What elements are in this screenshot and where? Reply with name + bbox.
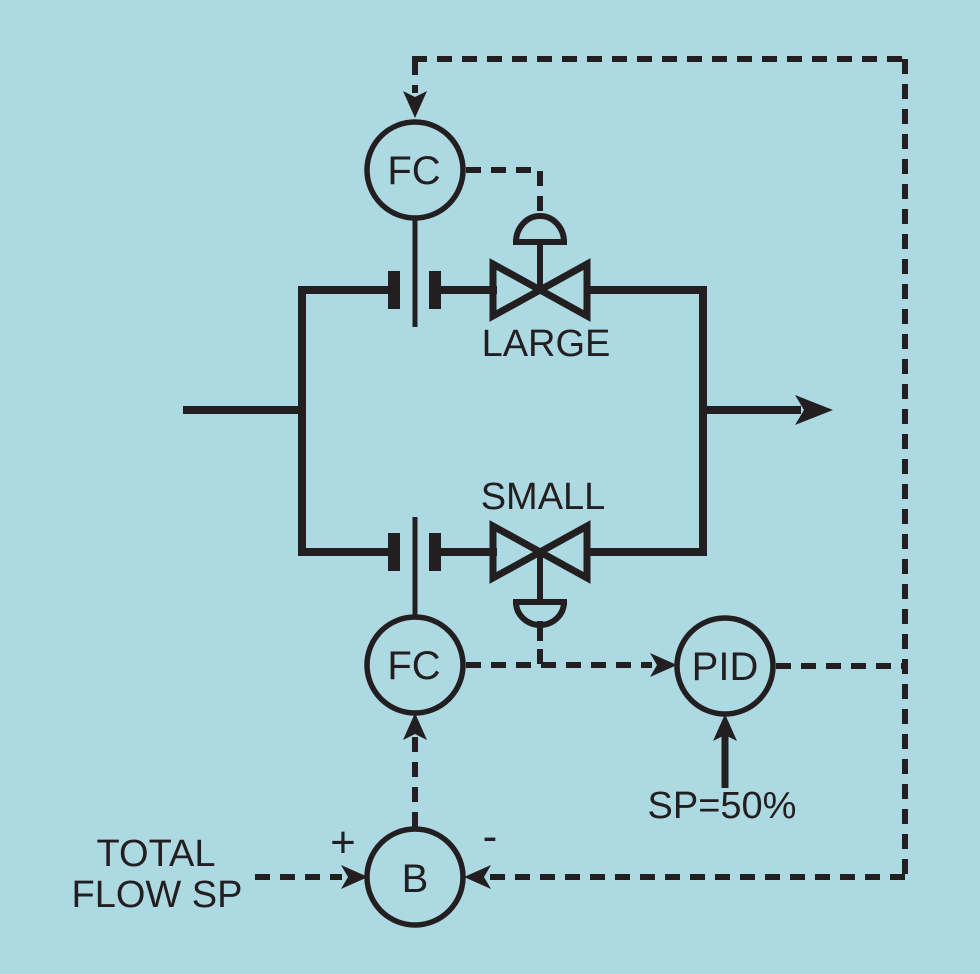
pid-circle	[674, 615, 776, 717]
signal-lines	[255, 56, 908, 889]
bias-minus-input-arrowhead	[464, 865, 491, 889]
pid-setpoint-arrow	[713, 714, 737, 788]
total-flow-sp-label-line2: FLOW SP	[71, 874, 242, 916]
small-valve-body	[489, 520, 591, 584]
outlet-flow-arrowhead	[795, 395, 833, 425]
bias-plus-sign: +	[330, 818, 356, 867]
orifice-plate-small-left	[388, 533, 400, 571]
fc-bottom-setpoint-arrowhead	[403, 713, 427, 740]
bias-plus-input-arrowhead	[341, 865, 368, 889]
small-control-valve	[489, 520, 591, 641]
pid-input-arrowhead	[650, 653, 677, 677]
fc-top-setpoint-arrowhead	[403, 91, 427, 118]
pid-setpoint-label: SP=50%	[648, 785, 797, 827]
bias-label: B	[402, 857, 429, 901]
signal-fc-top-to-large-valve	[466, 167, 543, 213]
valve-large-label: LARGE	[482, 323, 611, 365]
orifice-plate-large-left	[388, 271, 400, 309]
fc-bottom-circle	[364, 614, 466, 716]
large-valve-body	[489, 258, 591, 322]
bias-circle	[364, 826, 466, 928]
text-labels: LARGE SMALL SP=50% TOTAL FLOW SP + -	[71, 323, 796, 916]
orifice-plate-large-right	[429, 271, 441, 309]
instruments: FC FC PID B	[364, 119, 776, 928]
valve-small-label: SMALL	[481, 476, 606, 518]
fc-bottom-label: FC	[387, 644, 440, 688]
pid-setpoint-arrowhead	[713, 714, 737, 741]
fc-top-label: FC	[387, 149, 440, 193]
total-flow-sp-label-line1: TOTAL	[97, 833, 216, 875]
bias-minus-sign: -	[483, 812, 498, 861]
fc-top-circle	[364, 119, 466, 221]
orifice-plate-small-right	[429, 533, 441, 571]
large-valve-actuator-dome	[513, 213, 567, 243]
large-control-valve	[489, 213, 591, 322]
process-piping	[183, 286, 833, 556]
pid-label: PID	[692, 645, 759, 689]
orifice-plates	[388, 216, 441, 619]
